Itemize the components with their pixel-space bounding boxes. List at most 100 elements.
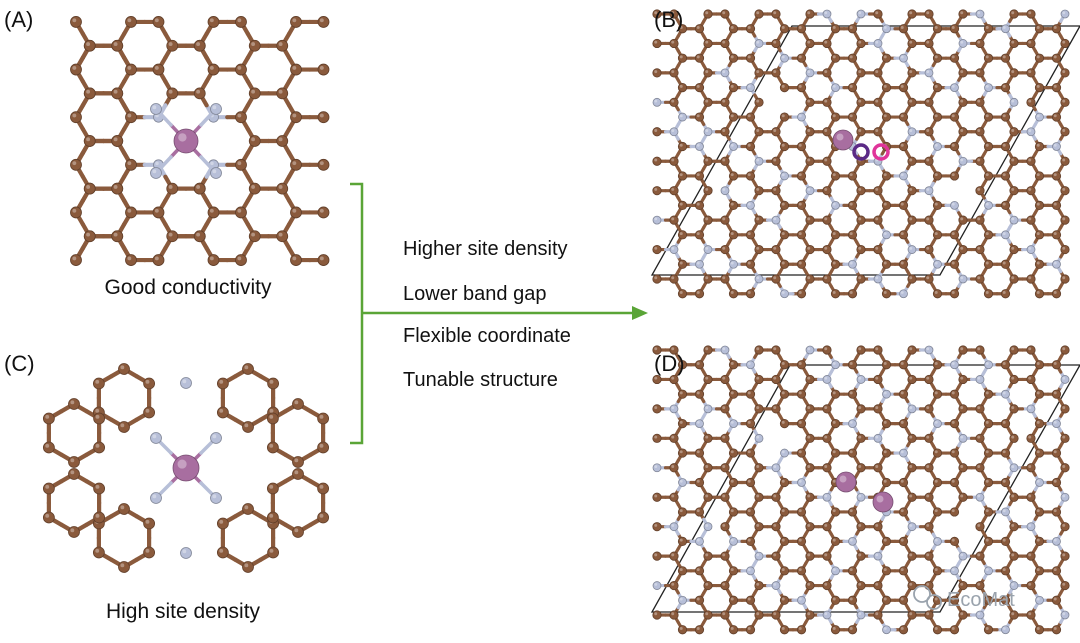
carbon-atom [779, 536, 790, 546]
carbon-atom [847, 448, 858, 458]
carbon-atom [822, 215, 832, 225]
carbon-atom-highlight [1036, 143, 1040, 147]
carbon-atom-highlight [832, 290, 836, 294]
nitrogen-atom [984, 360, 993, 370]
carbon-atom-highlight [654, 523, 658, 527]
nitrogen-atom-highlight [960, 276, 964, 280]
carbon-atom-highlight [875, 347, 879, 351]
nitrogen-atom-highlight [883, 627, 887, 630]
carbon-atom-highlight [977, 40, 981, 44]
carbon-atom-highlight [705, 347, 709, 351]
nitrogen-atom-highlight [926, 70, 930, 74]
carbon-atom [207, 254, 220, 266]
carbon-atom-highlight [1062, 553, 1066, 557]
nitrogen-atom-highlight [985, 362, 989, 365]
carbon-atom [881, 448, 892, 458]
carbon-atom-highlight [294, 470, 299, 475]
carbon-atom-highlight [1036, 391, 1040, 395]
carbon-atom-highlight [696, 597, 700, 601]
carbon-atom-highlight [798, 509, 802, 513]
carbon-atom-highlight [1002, 202, 1006, 206]
carbon-atom-highlight [773, 70, 777, 74]
carbon-atom-highlight [858, 187, 862, 191]
carbon-atom [68, 468, 80, 480]
carbon-atom [125, 111, 137, 124]
carbon-atom-highlight [1036, 361, 1040, 365]
carbon-atom-highlight [145, 519, 150, 524]
carbon-atom-highlight [824, 435, 828, 439]
carbon-atom-highlight [1053, 450, 1057, 454]
carbon-atom-highlight [747, 626, 751, 630]
carbon-atom-highlight [671, 99, 675, 103]
carbon-atom-highlight [849, 361, 853, 365]
carbon-atom [796, 289, 807, 299]
carbon-atom-highlight [1002, 290, 1006, 294]
carbon-atom-highlight [960, 11, 964, 15]
carbon-atom [83, 39, 96, 52]
carbon-atom [1034, 230, 1045, 240]
carbon-atom [1051, 360, 1062, 370]
carbon-atom [924, 215, 934, 225]
carbon-atom-highlight [849, 290, 853, 294]
nitrogen-atom-highlight [696, 143, 700, 147]
carbon-atom [669, 274, 679, 284]
carbon-atom-highlight [747, 261, 751, 265]
nitrogen-atom-highlight [832, 202, 836, 206]
carbon-atom-highlight [900, 114, 904, 118]
carbon-atom-highlight [960, 406, 964, 410]
carbon-atom-highlight [832, 55, 836, 59]
carbon-atom-highlight [705, 376, 709, 380]
carbon-atom [292, 456, 304, 468]
nitrogen-atom-highlight [212, 434, 217, 439]
carbon-atom-highlight [900, 626, 904, 630]
carbon-atom-highlight [209, 208, 214, 213]
carbon-atom [949, 595, 960, 605]
carbon-atom-highlight [934, 597, 938, 601]
carbon-atom [907, 463, 917, 473]
carbon-atom [143, 406, 156, 419]
carbon-atom-highlight [671, 187, 675, 191]
carbon-atom [924, 580, 934, 591]
carbon-atom-highlight [1036, 568, 1040, 572]
carbon-atom-highlight [934, 290, 938, 294]
carbon-atom [703, 274, 713, 284]
carbon-atom [42, 511, 55, 524]
carbon-atom-highlight [926, 523, 930, 527]
carbon-atom-highlight [269, 513, 274, 518]
carbon-atom-highlight [705, 276, 709, 280]
carbon-atom-highlight [168, 42, 173, 47]
carbon-atom-highlight [1028, 276, 1032, 280]
carbon-atom-highlight [849, 202, 853, 206]
carbon-atom [873, 404, 883, 414]
carbon-atom-highlight [858, 40, 862, 44]
carbon-atom-highlight [1002, 114, 1006, 118]
nitrogen-atom [873, 551, 883, 561]
carbon-atom-highlight [824, 187, 828, 191]
carbon-atom-highlight [1036, 55, 1040, 59]
nitrogen-atom-highlight [849, 538, 853, 542]
nitrogen-atom-highlight [696, 421, 700, 424]
carbon-atom-highlight [722, 494, 726, 498]
carbon-atom [932, 24, 943, 34]
wechat-icon-bubble [926, 594, 942, 610]
carbon-atom [1009, 274, 1019, 284]
carbon-atom-highlight [934, 391, 938, 395]
carbon-atom-highlight [951, 290, 955, 294]
carbon-atom-highlight [824, 582, 828, 586]
carbon-atom-highlight [756, 187, 760, 191]
carbon-atom [1009, 68, 1019, 78]
nitrogen-atom [703, 127, 713, 137]
carbon-atom [754, 522, 764, 532]
carbon-atom-highlight [654, 187, 658, 191]
carbon-atom-highlight [747, 391, 751, 395]
nitrogen-atom-highlight [756, 435, 760, 439]
carbon-atom-highlight [807, 582, 811, 586]
carbon-atom-highlight [985, 479, 989, 483]
nitrogen-atom-highlight [883, 232, 887, 236]
carbon-atom [652, 374, 662, 385]
carbon-atom [949, 24, 960, 34]
nitrogen-atom-highlight [832, 568, 836, 572]
carbon-atom [745, 448, 756, 458]
carbon-atom [669, 186, 679, 196]
carbon-atom [949, 389, 960, 399]
